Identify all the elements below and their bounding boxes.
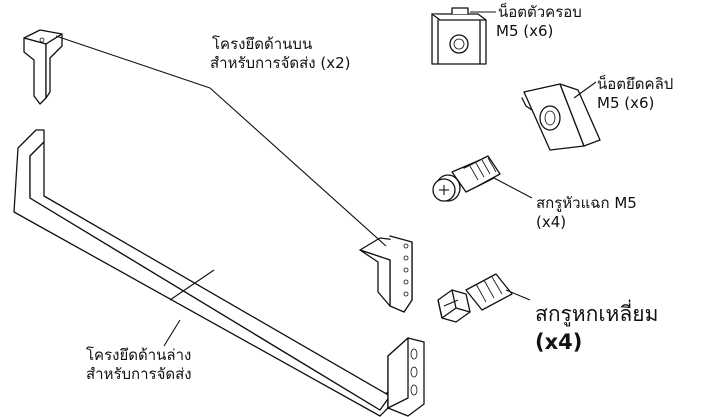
bottom-bracket-label-line1: โครงยึดด้านล่าง [86,346,192,364]
top-bracket-right [359,235,413,313]
top-bracket-label: โครงยึดด้านบน สำหรับการจัดส่ง (x2) [210,35,351,73]
clip-nut-label: น็อตยึดคลิป M5 (x6) [597,75,673,113]
clip-nut-label-line1: น็อตยึดคลิป [597,75,674,93]
top-bracket-left [23,29,63,105]
bottom-bracket-label: โครงยึดด้านล่าง สำหรับการจัดส่ง [86,346,192,384]
clip-nut-label-line2: M5 (x6) [597,94,655,112]
cage-nut-label-line1: น็อตตัวครอบ [498,3,582,21]
hex-screw-label-line1: สกรูหกเหลี่ยม [535,302,659,326]
pan-screw-label-line2: (x4) [536,213,567,231]
phillips-pan-screw [432,155,501,202]
hex-screw-label: สกรูหกเหลี่ยม (x4) [535,300,658,356]
bottom-bracket [13,129,425,417]
pan-screw-label-line1: สกรูหัวแฉก M5 [536,194,637,212]
pan-screw-label: สกรูหัวแฉก M5 (x4) [536,194,637,232]
clip-nut [521,83,601,151]
top-bracket-label-line2: สำหรับการจัดส่ง (x2) [210,54,351,72]
cage-nut [431,7,487,65]
hex-screw-label-line2: (x4) [535,330,583,354]
bottom-bracket-label-line2: สำหรับการจัดส่ง [86,365,192,383]
top-bracket-label-line1: โครงยึดด้านบน [212,35,313,53]
cage-nut-label-line2: M5 (x6) [496,22,554,40]
cage-nut-label: น็อตตัวครอบ M5 (x6) [496,3,582,41]
hex-screw [437,273,513,323]
leader-lines [55,11,597,347]
